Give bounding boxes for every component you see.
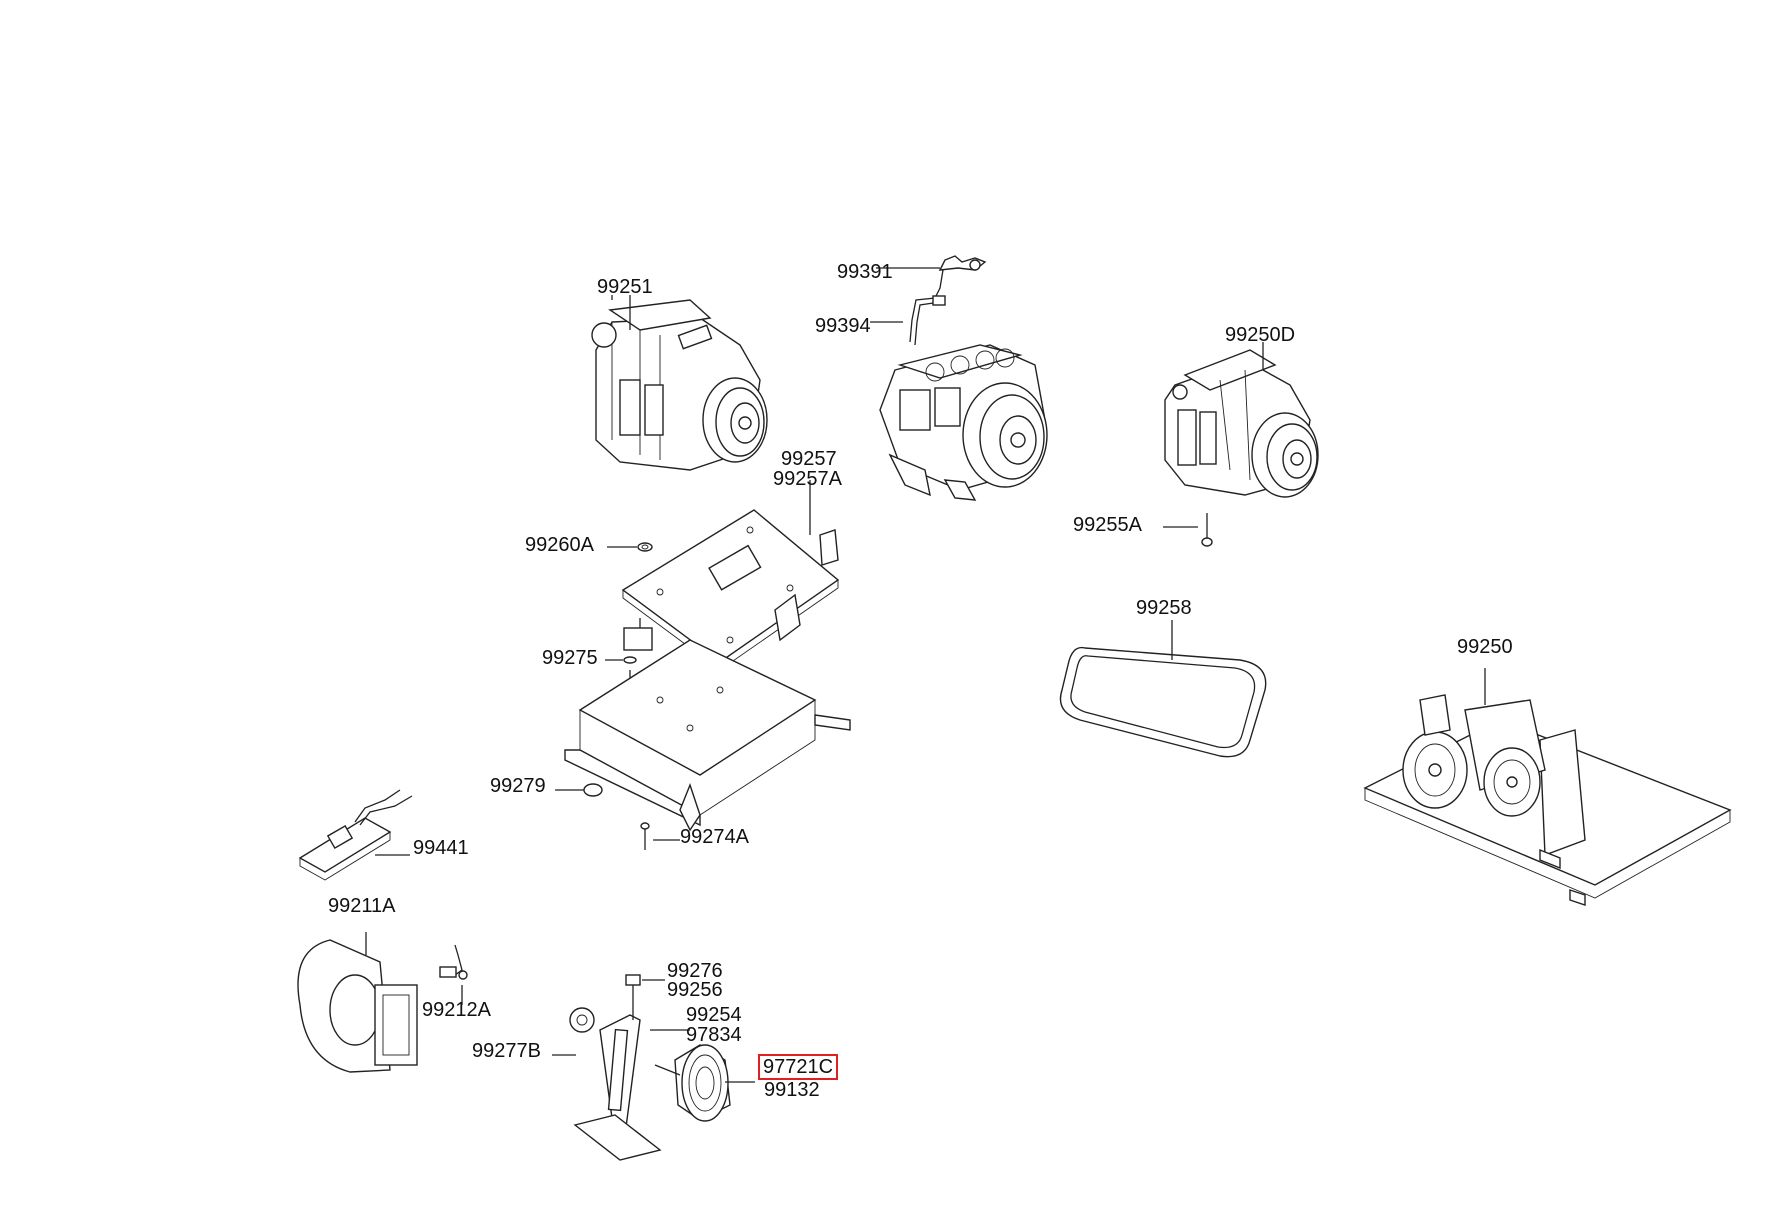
plate-99257[interactable] bbox=[621, 509, 840, 671]
frame-plate[interactable] bbox=[564, 639, 851, 832]
label-99258: 99258 bbox=[1136, 597, 1192, 619]
label-99251: 99251 bbox=[597, 276, 653, 298]
nut-99260A[interactable] bbox=[637, 542, 653, 552]
label-99211A: 99211A bbox=[328, 895, 396, 917]
belt-99258[interactable] bbox=[1059, 646, 1267, 758]
label-99250D: 99250D bbox=[1225, 324, 1296, 346]
nut-99279[interactable] bbox=[583, 783, 603, 797]
label-99279: 99279 bbox=[490, 775, 546, 797]
label-99132: 99132 bbox=[764, 1079, 820, 1101]
nut-99277B[interactable] bbox=[569, 1007, 595, 1033]
label-99277B: 99277B bbox=[472, 1040, 541, 1062]
hose-99394[interactable] bbox=[909, 261, 970, 346]
label-99256: 99256 bbox=[667, 979, 723, 1001]
label-99275: 99275 bbox=[542, 647, 598, 669]
bracket-99254[interactable] bbox=[573, 1014, 690, 1161]
label-99260A: 99260A bbox=[525, 534, 594, 556]
blower-99211A[interactable] bbox=[297, 939, 418, 1073]
label-99254: 99254 bbox=[686, 1004, 742, 1026]
label-99394: 99394 bbox=[815, 315, 871, 337]
label-99257: 99257 bbox=[781, 448, 837, 470]
bolt-99274A[interactable] bbox=[640, 822, 650, 850]
label-99274A: 99274A bbox=[680, 826, 749, 848]
label-99257A: 99257A bbox=[773, 468, 842, 490]
label-99441: 99441 bbox=[413, 837, 469, 859]
bolt-99276[interactable] bbox=[625, 974, 641, 1020]
label-99250: 99250 bbox=[1457, 636, 1513, 658]
compressor-99251[interactable] bbox=[591, 295, 768, 471]
fitting-99391[interactable] bbox=[938, 255, 987, 271]
label-99276: 99276 bbox=[667, 960, 723, 982]
label-99255A: 99255A bbox=[1073, 514, 1142, 536]
label-99212A: 99212A bbox=[422, 999, 491, 1021]
pulley-97721C[interactable] bbox=[654, 1044, 731, 1122]
sensor-99212A[interactable] bbox=[439, 944, 468, 980]
label-97721C-highlighted[interactable]: 97721C bbox=[757, 1054, 839, 1080]
label-97834: 97834 bbox=[686, 1024, 742, 1046]
compressor-99250D[interactable] bbox=[1164, 349, 1319, 498]
switch-99441[interactable] bbox=[298, 789, 413, 881]
compressor-99394[interactable] bbox=[879, 344, 1048, 501]
label-99391: 99391 bbox=[837, 261, 893, 283]
bolt-99255A[interactable] bbox=[1201, 513, 1213, 547]
assembly-99250[interactable] bbox=[1363, 694, 1732, 906]
